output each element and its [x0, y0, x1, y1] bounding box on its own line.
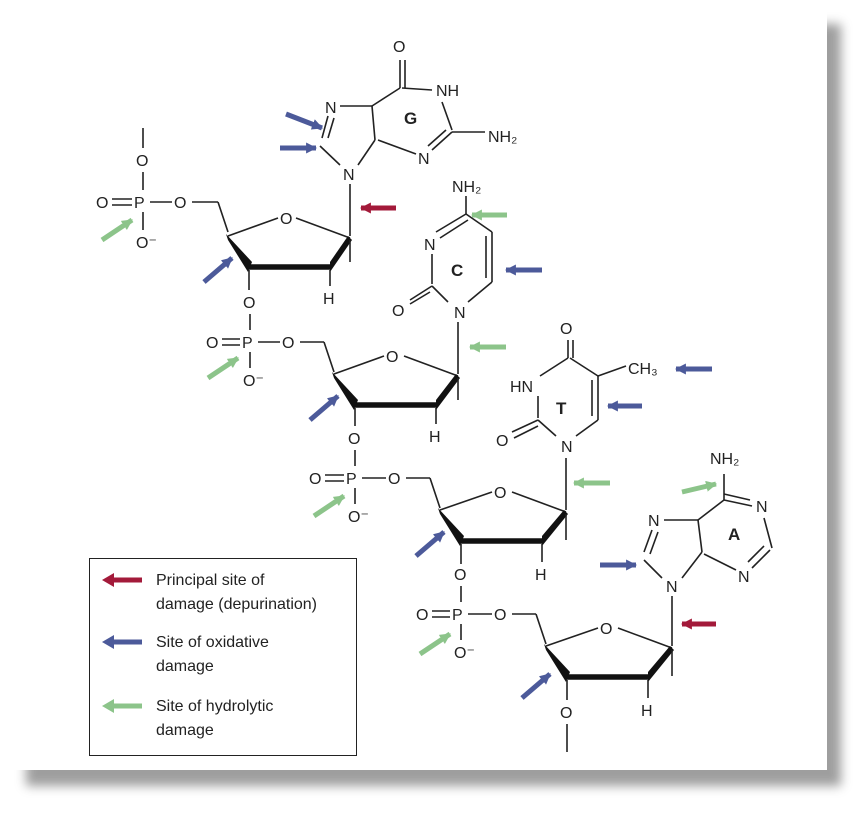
hydrolytic-damage-arrow — [100, 217, 134, 243]
atom-h: H — [323, 291, 335, 308]
hydrolytic-damage-arrow-icon — [102, 699, 142, 713]
atom-n: N — [561, 439, 573, 456]
atom-o: O — [280, 211, 292, 228]
atom-n: N — [325, 100, 337, 117]
atom-o: O — [348, 431, 360, 448]
legend-label: Site of oxidative damage — [156, 634, 269, 675]
oxidative-damage-arrow — [414, 530, 446, 558]
atom-n: N — [424, 237, 436, 254]
atom-o: O — [174, 195, 186, 212]
deoxyribose-1: O H — [226, 184, 352, 308]
atom-o-minus: O⁻ — [136, 235, 157, 252]
atom-o: O — [388, 471, 400, 488]
atom-o: O — [309, 471, 321, 488]
atom-n: N — [666, 579, 678, 596]
atom-nh2: NH₂ — [710, 451, 739, 468]
atom-o: O — [392, 303, 404, 320]
phosphate-group-3: O O P O O⁻ — [309, 431, 441, 526]
hydrolytic-damage-arrow — [418, 631, 452, 657]
atom-o: O — [496, 433, 508, 450]
hydrolytic-damage-arrow — [681, 480, 718, 495]
atom-n: N — [648, 513, 660, 530]
oxidative-damage-arrow-icon — [102, 635, 142, 649]
base-label-t: T — [556, 399, 567, 418]
atom-n: N — [343, 167, 355, 184]
atom-n: N — [738, 569, 750, 586]
atom-o: O — [282, 335, 294, 352]
legend: Principal site of damage (depurination) … — [89, 558, 357, 756]
atom-o: O — [206, 335, 218, 352]
atom-n: N — [756, 499, 768, 516]
atom-p: P — [346, 471, 357, 488]
hydrolytic-damage-arrow — [206, 355, 240, 381]
base-label-g: G — [404, 109, 417, 128]
atom-p: P — [134, 195, 145, 212]
oxidative-damage-arrow — [308, 394, 340, 422]
atom-o: O — [136, 153, 148, 170]
cytosine-base: N O N NH₂ C — [392, 179, 493, 322]
atom-ch3: CH₃ — [628, 361, 658, 378]
principal-damage-arrow-icon — [102, 573, 142, 587]
atom-o: O — [243, 295, 255, 312]
guanine-base: N N O NH NH₂ N G — [319, 39, 517, 184]
atom-o-minus: O⁻ — [243, 373, 264, 390]
atom-o: O — [560, 705, 572, 722]
damage-arrows — [100, 111, 718, 700]
legend-label: Site of hydrolytic damage — [156, 698, 274, 739]
atom-o: O — [386, 349, 398, 366]
deoxyribose-4: O H O — [544, 596, 674, 752]
thymine-base: N O HN O CH₃ T — [496, 321, 658, 456]
atom-o: O — [393, 39, 405, 56]
atom-h: H — [429, 429, 441, 446]
oxidative-damage-arrow — [520, 672, 552, 700]
atom-o: O — [96, 195, 108, 212]
base-label-a: A — [728, 525, 740, 544]
atom-o: O — [560, 321, 572, 338]
deoxyribose-3: O H — [438, 458, 568, 584]
atom-o-minus: O⁻ — [454, 645, 475, 662]
adenine-base: N N NH₂ N N A — [643, 451, 773, 596]
atom-o: O — [494, 485, 506, 502]
atom-o: O — [494, 607, 506, 624]
legend-item-oxidative: Site of oxidative damage — [98, 631, 356, 691]
atom-o: O — [454, 567, 466, 584]
legend-label: Principal site of damage (depurination) — [156, 572, 317, 613]
atom-o: O — [600, 621, 612, 638]
atom-p: P — [242, 335, 253, 352]
atom-n: N — [418, 151, 430, 168]
atom-nh: NH — [436, 83, 459, 100]
atom-h: H — [641, 703, 653, 720]
atom-nh2: NH₂ — [452, 179, 481, 196]
phosphate-group-1: O O P O O⁻ — [96, 128, 229, 252]
atom-o-minus: O⁻ — [348, 509, 369, 526]
base-label-c: C — [451, 261, 463, 280]
atom-h: H — [535, 567, 547, 584]
oxidative-damage-arrow — [202, 256, 234, 284]
atom-o: O — [416, 607, 428, 624]
atom-n: N — [454, 305, 466, 322]
oxidative-damage-arrow — [285, 111, 324, 131]
phosphate-group-2: O O P O O⁻ — [206, 295, 335, 390]
atom-p: P — [452, 607, 463, 624]
phosphate-group-4: O O P O O⁻ — [416, 567, 547, 662]
legend-item-principal: Principal site of damage (depurination) — [98, 569, 356, 629]
legend-item-hydrolytic: Site of hydrolytic damage — [98, 695, 356, 755]
atom-nh2: NH₂ — [488, 129, 517, 146]
deoxyribose-2: O H — [332, 322, 460, 446]
hydrolytic-damage-arrow — [312, 493, 346, 519]
atom-hn: HN — [510, 379, 533, 396]
